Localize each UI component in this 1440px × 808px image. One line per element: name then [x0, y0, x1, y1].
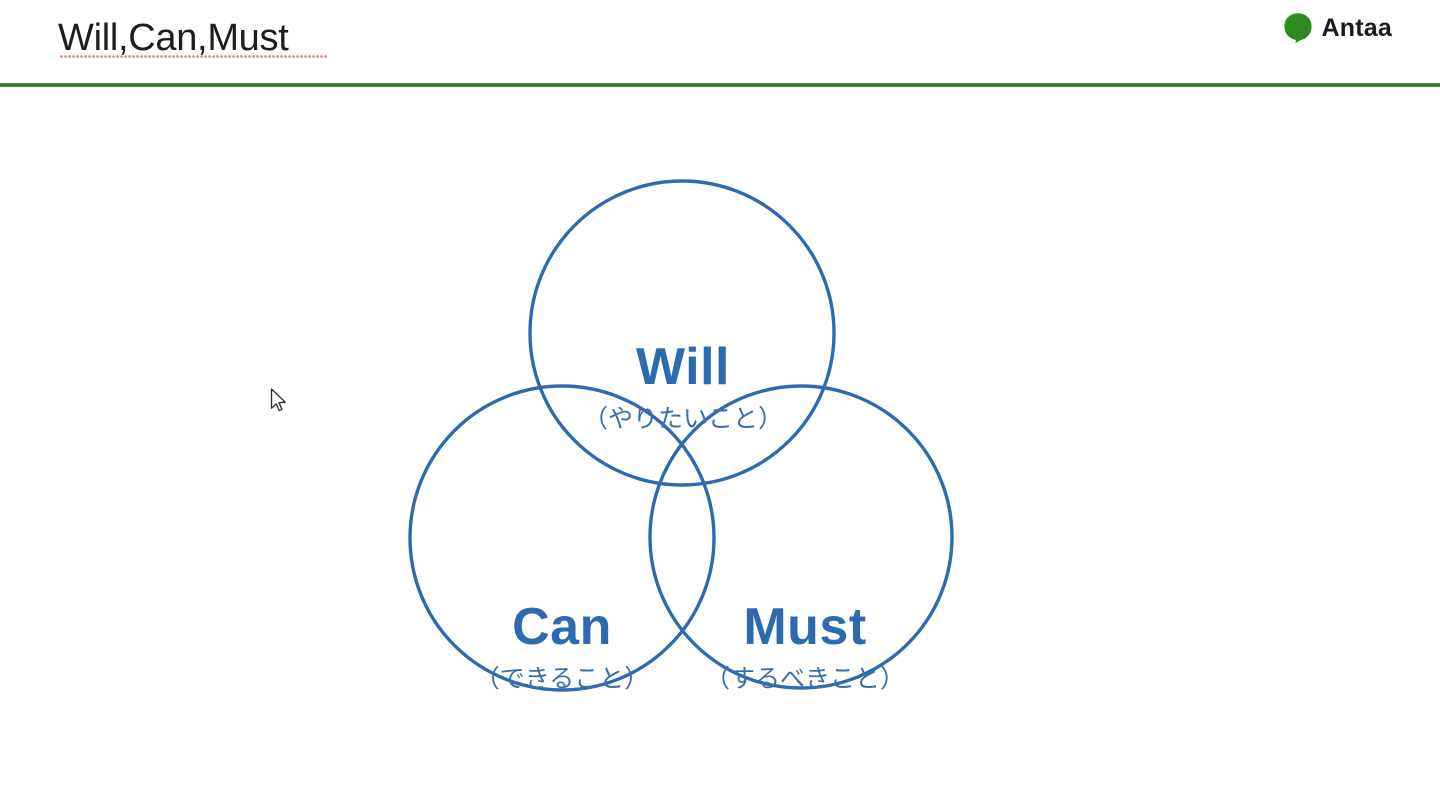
- spellcheck-underline: [60, 55, 328, 59]
- brand-name: Antaa: [1321, 14, 1392, 42]
- slide-header: Will,Can,Must Antaa: [0, 0, 1440, 87]
- header-divider: [0, 83, 1440, 87]
- venn-circle-must: [648, 384, 954, 690]
- venn-circles: [408, 179, 954, 692]
- mouse-pointer-icon: [270, 388, 286, 412]
- venn-circle-will: [528, 179, 836, 487]
- venn-circle-can: [408, 384, 716, 692]
- antaa-leaf-icon: [1283, 13, 1312, 43]
- page-title: Will,Can,Must: [58, 17, 289, 59]
- venn-diagram: Will （やりたいこと） Can （できること） Must （するべきこと）: [0, 86, 1440, 808]
- brand-logo: Antaa: [1283, 8, 1392, 48]
